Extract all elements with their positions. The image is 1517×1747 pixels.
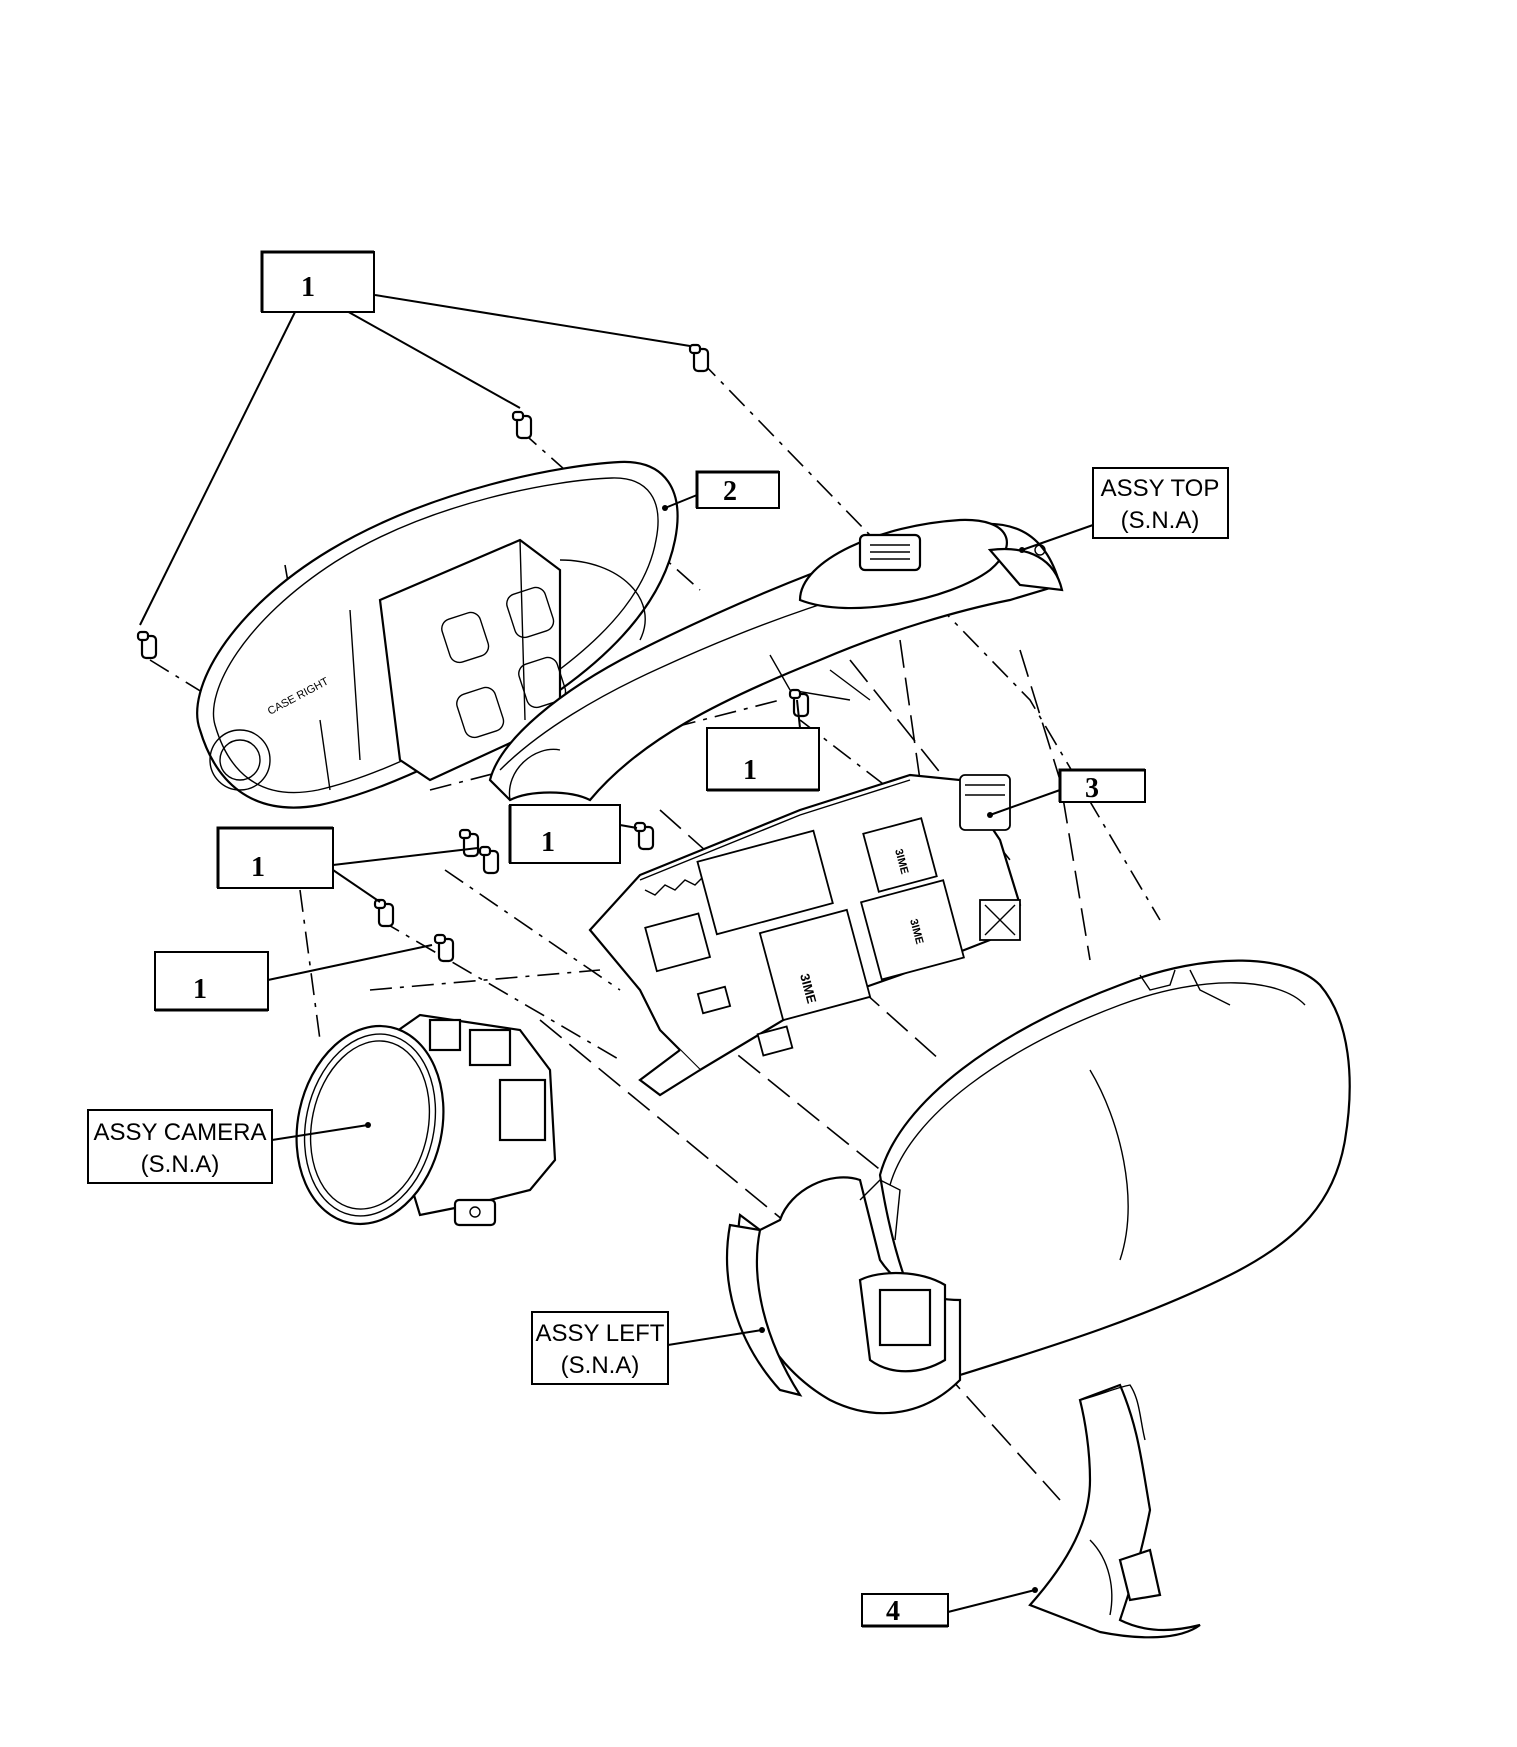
front-case-part: CASE RIGHT [196, 460, 679, 809]
screw-icon [136, 630, 158, 660]
callout-label: 1 [251, 852, 265, 883]
screw-icon [433, 933, 455, 963]
screw-icon [458, 828, 480, 858]
callout-screw-center: 1 [508, 804, 621, 864]
assy-left-part [725, 959, 1351, 1415]
main-circuit-board: 3IME 3IME 3IME [588, 773, 1022, 1097]
assy-camera-part [295, 1013, 557, 1227]
screws [136, 343, 810, 963]
callout-front-case: 2 [695, 470, 780, 509]
screw-icon [688, 343, 710, 373]
screw-icon [511, 410, 533, 440]
callout-label: ASSY LEFT [536, 1320, 665, 1347]
callout-bottom-cover: 4 [861, 1593, 949, 1628]
leader-dots [365, 505, 1038, 1593]
callout-label: (S.N.A) [561, 1352, 640, 1379]
callout-label: 1 [743, 755, 757, 786]
callout-label: 1 [301, 272, 315, 303]
callout-label: 3 [1085, 773, 1099, 804]
leader-lines [139, 294, 1094, 1613]
callout-assy-camera: ASSY CAMERA (S.N.A) [87, 1109, 273, 1184]
callout-screw-left-low: 1 [154, 951, 269, 1012]
callout-assy-top: ASSY TOP (S.N.A) [1092, 467, 1229, 539]
screw-icon [788, 688, 810, 718]
callout-label: 2 [723, 476, 737, 507]
callout-label: (S.N.A) [141, 1151, 220, 1178]
screw-icon [478, 845, 500, 875]
callout-label: 1 [193, 974, 207, 1005]
callout-board: 3 [1058, 768, 1146, 804]
callout-label: ASSY TOP [1101, 475, 1220, 502]
assy-top-part [488, 518, 1064, 802]
callout-label: ASSY CAMERA [94, 1119, 267, 1146]
callout-label: 1 [541, 827, 555, 858]
screw-icon [373, 898, 395, 928]
callout-label: 4 [886, 1596, 900, 1627]
callout-screw-top-left: 1 [260, 250, 375, 313]
callout-assy-left: ASSY LEFT (S.N.A) [531, 1311, 669, 1385]
callout-label: (S.N.A) [1121, 507, 1200, 534]
bottom-cover-part [1028, 1383, 1201, 1639]
callout-screw-left-mid: 1 [216, 826, 334, 889]
screw-icon [633, 821, 655, 851]
callout-screw-mid-right: 1 [706, 727, 820, 792]
